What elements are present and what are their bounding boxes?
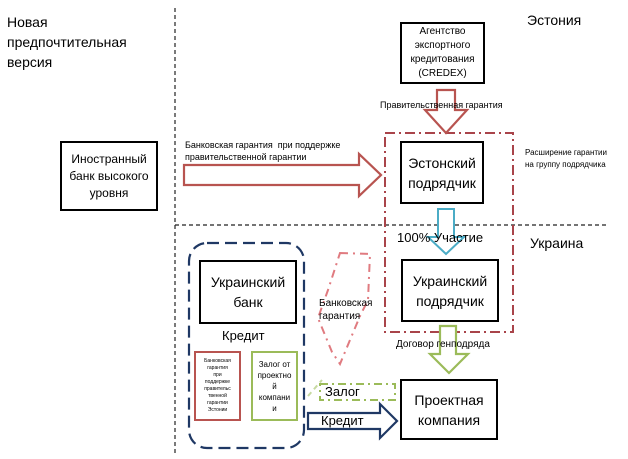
- node-pledge-project-company[interactable]: Залог от проектно й компани и: [251, 351, 298, 421]
- node-foreign-bank-label: Иностранный банк высокого уровня: [69, 151, 149, 200]
- node-project-company-label: Проектная компания: [414, 391, 484, 428]
- node-foreign-bank[interactable]: Иностранный банк высокого уровня: [60, 141, 158, 211]
- edge-label-government-guarantee: Правительственная гарантия: [380, 100, 503, 110]
- edge-label-credit: Кредит: [321, 413, 364, 428]
- node-ukrainian-bank-label: Украинский банк: [210, 274, 286, 310]
- government-guarantee-arrow: [422, 88, 470, 135]
- participation-arrow: [425, 208, 467, 256]
- edge-label-credit-group: Кредит: [222, 328, 265, 343]
- region-label-estonia: Эстония: [527, 12, 582, 28]
- ukrainian-bank-group: [187, 241, 306, 450]
- pledge-arrow: [319, 383, 396, 401]
- node-credex-label: Агентство экспортного кредитования (CRED…: [410, 26, 475, 79]
- node-ukrainian-contractor-label: Украинский подрядчик: [412, 272, 488, 309]
- node-ukrainian-contractor[interactable]: Украинский подрядчик: [401, 259, 499, 322]
- general-contract-arrow: [427, 324, 471, 375]
- edge-label-guarantee-extension: Расширение гарантии на группу подрядчика: [525, 148, 607, 169]
- node-bank-guarantee-estonia-label: Банковская гарантия при поддержке правит…: [204, 358, 231, 413]
- pledge-arrow-tail: [307, 379, 323, 397]
- edge-label-bank-guarantee: Банковская гарантия: [319, 298, 373, 322]
- node-bank-guarantee-estonia[interactable]: Банковская гарантия при поддержке правит…: [194, 351, 241, 421]
- node-credex[interactable]: Агентство экспортного кредитования (CRED…: [400, 22, 485, 84]
- node-estonian-contractor[interactable]: Эстонский подрядчик: [400, 141, 484, 204]
- node-ukrainian-bank[interactable]: Украинский банк: [199, 260, 297, 324]
- credit-arrow: [306, 401, 399, 441]
- node-estonian-contractor-label: Эстонский подрядчик: [408, 154, 476, 191]
- bank-guarantee-supported-arrow: [182, 151, 383, 199]
- contractor-group-boundary: [384, 132, 514, 333]
- node-pledge-project-company-label: Залог от проектно й компани и: [257, 359, 292, 413]
- node-project-company[interactable]: Проектная компания: [400, 379, 498, 440]
- bank-guarantee-arrow: [316, 251, 372, 367]
- edge-label-participation: 100% Участие: [397, 230, 484, 245]
- version-label: Новая предпочтительная версия: [7, 14, 127, 70]
- edge-label-pledge: Залог: [325, 384, 360, 399]
- edge-label-bank-guarantee-supported: Банковская гарантия при поддержке правит…: [185, 140, 341, 162]
- edge-label-general-contract: Договор генподряда: [396, 339, 490, 350]
- region-label-ukraine: Украина: [530, 235, 584, 251]
